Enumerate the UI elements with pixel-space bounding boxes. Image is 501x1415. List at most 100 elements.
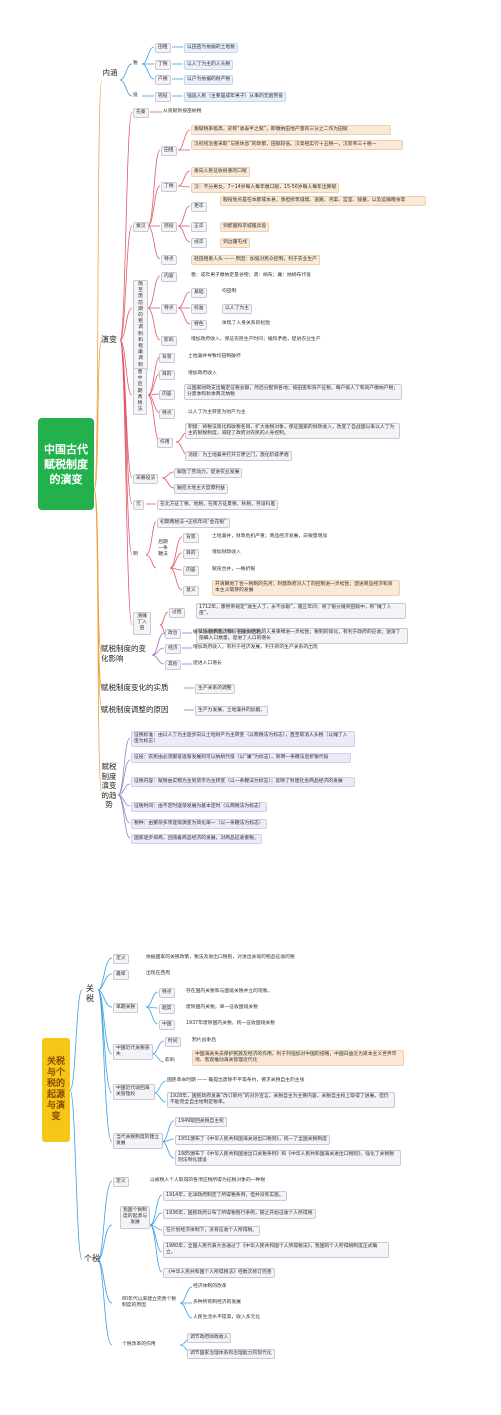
qushi-item-2: 征税内容：赋税由实物为主到货币为主转变（以一条鞭法为标志）；反映了封建社会商品经… <box>131 777 355 787</box>
ls-tedian-node[interactable]: 特点 <box>159 409 175 419</box>
dangdai-node[interactable]: 当代关税制度的建立发展 <box>113 1133 163 1149</box>
jindai-guanli-node[interactable]: 中国近代收回海关管理权 <box>113 1084 155 1100</box>
tianzu-text: 以田亩为依据的土地税 <box>184 43 238 53</box>
jingji-node[interactable]: 经济 <box>165 644 181 654</box>
ls-mudi-text: 增加政府收入 <box>188 371 217 376</box>
tiaobianfa-node[interactable]: 后期一条鞭法 <box>158 540 168 558</box>
gengzu-node[interactable]: 更卒 <box>191 202 207 212</box>
zyd-tese-node[interactable]: 特色 <box>191 320 207 330</box>
tanding-node[interactable]: 清摊丁入亩 <box>133 612 151 635</box>
qita-text: 促进人口增长 <box>193 661 222 666</box>
guanli-1928: 1928年，国民政府发表“改订新约”的对外宣言。关税自主为主要内容，关税自主权上… <box>167 1092 395 1108</box>
zq-qushi-node[interactable]: 趋势 <box>159 1004 175 1014</box>
guanshui-node[interactable]: 关税 <box>86 984 94 1003</box>
zyd-yingxiang-text: 增加政府收入，保证农民生产时间；缓和矛盾，促进农业生产 <box>191 337 321 342</box>
map2-root-node[interactable]: 关税与个税的起源与演变 <box>42 1038 70 1142</box>
shuzu-node[interactable]: 戍卒 <box>191 238 207 248</box>
songmu-node[interactable]: 宋募役法 <box>133 474 159 484</box>
gs-zuizao-node[interactable]: 最早 <box>113 970 129 980</box>
wg-1980: 1980年，全国人民代表大会通过了《中华人民共和国个人所得税法》，我国的个人所得… <box>163 1242 389 1258</box>
qushi-item-4: 税种：由繁杂多项逐渐演变为简化单一（以一条鞭法为标志） <box>131 819 267 829</box>
zyd-neirong-node[interactable]: 内容 <box>161 272 177 282</box>
gx-dingyi-node[interactable]: 定义 <box>113 1177 129 1187</box>
hushui-text: 以户为依据的财产税 <box>184 75 234 85</box>
zq-zhongguo-text: 1937年废除国内关税，统一征收国境关税 <box>186 1021 275 1026</box>
liangshui-node[interactable]: 唐中后期两税法 <box>133 368 147 416</box>
tbf-mudi-node[interactable]: 目的 <box>183 549 199 559</box>
zyd-neirong-text: 租：成年男子缴纳定量谷物；调：绢布；庸：纳绢布代役 <box>191 273 311 278</box>
qh-tianzu-node[interactable]: 田租 <box>161 146 177 156</box>
qh-yaoyi-node[interactable]: 徭役 <box>161 222 177 232</box>
yuanyin-node[interactable]: 赋税制度调整的原因 <box>101 705 169 714</box>
qh-tedian-text: 轻田租重人头 —— 原因：加强对民众控制，利于农业生产 <box>191 255 320 265</box>
ls-beijing-node[interactable]: 背景 <box>159 353 175 363</box>
jingji-text: 增加政府收入，有利于经济发展，利于新的生产关系的出现 <box>193 645 318 650</box>
ls-neirong-node[interactable]: 内容 <box>159 390 175 400</box>
neirong-node[interactable]: 内涵 <box>102 68 118 77</box>
tianzu-node[interactable]: 田租 <box>155 43 171 53</box>
shizhi-node[interactable]: 赋税制度变化的实质 <box>101 683 169 692</box>
jd-shijian-node[interactable]: 时间 <box>165 1037 181 1047</box>
tbf-neirong-node[interactable]: 内容 <box>183 566 199 576</box>
ls-beijing-text: 土地兼并导致均田制破坏 <box>188 354 241 359</box>
zq-tedian-text: 存在国内关税和与国境关税并立的现象。 <box>186 989 273 994</box>
tbf-beijing-node[interactable]: 背景 <box>183 533 199 543</box>
wg-xiuding: 《中华人民共和国个人所得税法》经数次修订完善 <box>163 1268 275 1278</box>
jd-yingxiang-text: 中国海关失去保护民族及经济的作用，利于列强加对中国的侵略，中国日益沦为资本主义世… <box>192 1050 404 1066</box>
ls-tedian-text: 以人丁为主转变为财产为主 <box>188 410 246 415</box>
map1-root-node[interactable]: 中国古代赋税制度的演变 <box>38 418 94 510</box>
geshui-zuoyong-node[interactable]: 个税改革的作用 <box>122 1342 156 1347</box>
zyd-tedian-node[interactable]: 特点 <box>161 304 177 314</box>
jd-yingxiang-node[interactable]: 影响 <box>165 1058 175 1063</box>
ls-mudi-node[interactable]: 目的 <box>159 370 175 380</box>
shui-node[interactable]: 税 <box>133 61 138 66</box>
zq-zhongguo-node[interactable]: 中国 <box>159 1020 175 1030</box>
yy-3: 人民生活水平提高，收入多元化 <box>193 1315 261 1320</box>
dingshui-node[interactable]: 丁税 <box>155 60 171 70</box>
qh-dingshui-node[interactable]: 丁税 <box>161 182 177 192</box>
geshui-yuanyin-node[interactable]: 80年代以来建立完善个税制度的原因 <box>122 1297 177 1308</box>
guomin-text: 国民革命时期 —— 确提出废除不平等条约，要求关税自主的主张 <box>167 1078 305 1083</box>
hushui-node[interactable]: 户税 <box>155 75 171 85</box>
zuyongdiao-node[interactable]: 隋至唐前期的租调制和租庸调制 <box>133 280 148 371</box>
bianhua-yingxiang-node[interactable]: 赋税制度的变化影响 <box>101 644 146 663</box>
zyd-yingxiang-node[interactable]: 影响 <box>161 336 177 346</box>
qita-node[interactable]: 其他 <box>165 660 181 670</box>
jindai-node[interactable]: 中国近代关税丧失 <box>113 1044 153 1060</box>
ls-zuoyong-node[interactable]: 作用 <box>157 438 173 448</box>
td-guocheng-node[interactable]: 过程 <box>169 608 185 618</box>
ming-chuqi: 初期两税法→正统年间“金花银” <box>157 518 230 528</box>
qushi-node[interactable]: 赋税制度演变的趋势 <box>101 762 117 809</box>
zq-tedian-node[interactable]: 特点 <box>159 988 175 998</box>
yuanyin-text: 生产力发展，土地兼并的加剧。 <box>195 706 269 716</box>
zaoqi-node[interactable]: 早期关税 <box>113 1003 139 1013</box>
qushi-item-1: 征役：农民由必须服役逐渐发展到可以纳绢代役（以“庸”为标志），到明一条鞭法后折银… <box>131 753 351 763</box>
yuan-node[interactable]: 元 <box>133 500 144 510</box>
zyd-biaozhun-node[interactable]: 标准 <box>191 304 207 314</box>
yaoyi-node[interactable]: 徭役 <box>155 92 171 102</box>
yy-2: 多种所有制经济的发展 <box>193 1300 241 1305</box>
tbf-yiyi-node[interactable]: 意义 <box>183 586 199 596</box>
qh-dingshui-2: 汉：不分男女，7~14岁每人每年缴口赋，15-56岁每人每年出算赋 <box>191 183 340 193</box>
tbf-yiyi-text: 开清朝地丁合一税制的先河；封建政府对人丁的控制进一步松弛；促进商品经济和资本主义… <box>212 580 400 596</box>
zyd-tese-text: 体现了人身关系的松弛 <box>222 321 270 326</box>
geshui-node[interactable]: 个税 <box>84 1254 100 1263</box>
woguo-node[interactable]: 我国个税制度的起源与发展 <box>120 1206 150 1229</box>
qinhan-node[interactable]: 秦汉 <box>133 222 149 232</box>
zq-qushi-text: 废除国内关税，单一征收国境关税 <box>186 1005 258 1010</box>
gs-dingyi-node[interactable]: 定义 <box>113 954 129 964</box>
jd-shijian-text: 鸦片战争后 <box>192 1038 216 1043</box>
gs-dingyi-text: 依据国家的关税政策，税法及进出口税则，对进出关境的物品征收的税 <box>146 955 295 960</box>
qh-dingshui-1: 秦向人民征收很重的口赋 <box>191 167 250 177</box>
zhengzu-node[interactable]: 正卒 <box>191 222 207 232</box>
zhengzhi-node[interactable]: 政治 <box>165 629 181 639</box>
xianqin-node[interactable]: 先秦 <box>133 108 149 118</box>
ming-node[interactable]: 明 <box>133 552 138 557</box>
zyd-jichu-node[interactable]: 基础 <box>191 288 207 298</box>
songmu-1: 解放了劳动力，促进农业发展 <box>174 468 243 478</box>
yi-node[interactable]: 役 <box>133 93 138 98</box>
qh-tedian-node[interactable]: 特点 <box>161 255 177 265</box>
yanbian-node[interactable]: 演变 <box>101 335 117 344</box>
zhengzu-text: 到郡国和京城服兵役 <box>220 222 270 232</box>
